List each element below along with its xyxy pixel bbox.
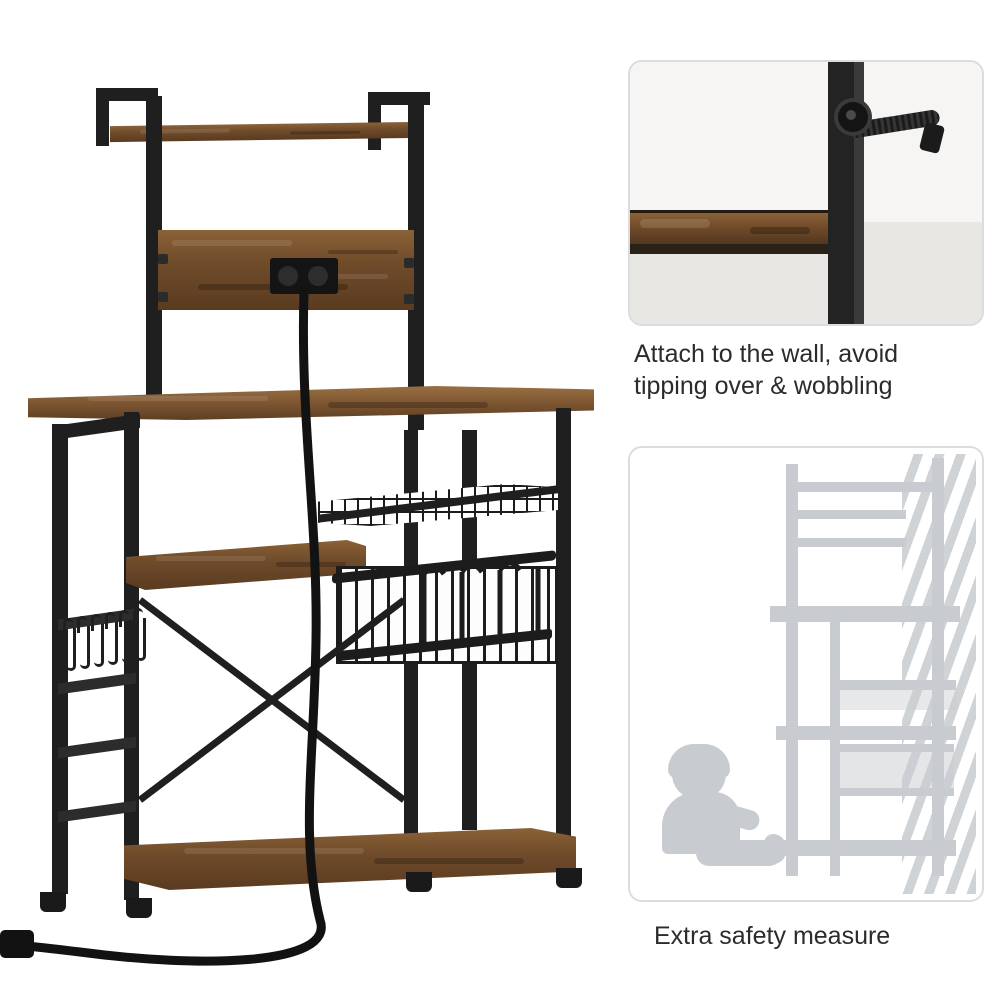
foot-mid-right bbox=[406, 872, 432, 892]
backboard-bracket-right-low bbox=[404, 294, 414, 304]
frame-detail-overlay bbox=[0, 287, 541, 966]
s-hook-6 bbox=[133, 608, 146, 661]
caption-wall-line-2: tipping over & wobbling bbox=[634, 372, 893, 400]
backboard-bracket-right bbox=[404, 258, 414, 268]
foot-back-right bbox=[556, 868, 582, 888]
foot-front-left bbox=[40, 892, 66, 912]
child-hair bbox=[668, 744, 730, 778]
shelf-board-edge bbox=[630, 244, 862, 254]
s-hook-5 bbox=[119, 610, 132, 663]
front-left-post bbox=[52, 424, 68, 894]
backboard-bracket-left bbox=[158, 254, 168, 264]
panel-wall-mount bbox=[628, 60, 984, 326]
top-rail-left-hook bbox=[96, 88, 158, 101]
child-silhouette bbox=[652, 744, 786, 876]
panel-safety bbox=[628, 446, 984, 902]
rack-silhouette bbox=[770, 458, 960, 878]
caption-wall-line-1: Attach to the wall, avoid bbox=[634, 340, 899, 368]
shelf-board-detail bbox=[630, 210, 862, 247]
back-right-post bbox=[556, 408, 571, 878]
top-rail-left-hook-drop bbox=[96, 88, 109, 146]
product-photo bbox=[0, 88, 594, 966]
child-foot bbox=[764, 834, 786, 864]
s-hook-2 bbox=[77, 616, 90, 669]
caption-safety: Extra safety measure bbox=[654, 922, 891, 950]
anti-tip-strap bbox=[834, 94, 946, 155]
back-post-left bbox=[146, 96, 162, 416]
s-hook-4 bbox=[105, 612, 118, 665]
foot-mid-left bbox=[126, 898, 152, 918]
s-hook-3 bbox=[91, 614, 104, 667]
s-hook-1 bbox=[63, 618, 76, 671]
back-post-right bbox=[408, 100, 424, 430]
strap-buckle-icon bbox=[834, 98, 872, 136]
caption-wall-mount: Attach to the wall, avoid tipping over &… bbox=[634, 338, 994, 402]
backboard-bracket-left-low bbox=[158, 292, 168, 302]
